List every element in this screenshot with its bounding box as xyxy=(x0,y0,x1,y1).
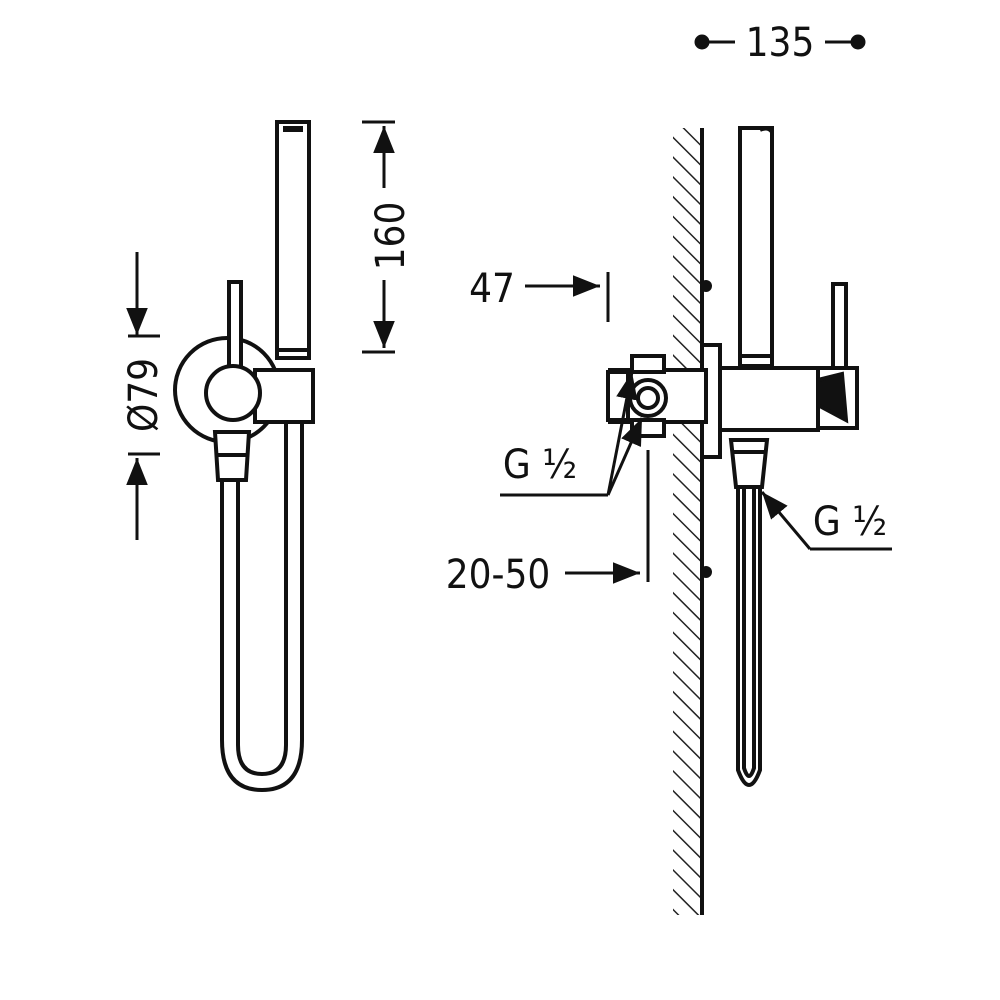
leader-inlet xyxy=(500,371,644,497)
hose-front-inner xyxy=(236,422,288,777)
wall-mark-top xyxy=(700,280,712,292)
lever-front xyxy=(227,280,243,370)
dim-rosette xyxy=(126,252,160,540)
front-view xyxy=(173,120,315,793)
handshower-front xyxy=(275,120,311,356)
outlet-thread-label: G ½ xyxy=(813,499,887,545)
lever-side xyxy=(831,282,848,370)
wall-mark-bottom xyxy=(700,566,712,578)
holder-front xyxy=(253,368,315,424)
leader-outlet xyxy=(760,491,892,551)
inlet-thread-label: G ½ xyxy=(503,442,577,488)
handshower-side xyxy=(738,126,774,358)
dim-projection-label: 47 xyxy=(469,266,515,312)
wall-hatch xyxy=(673,128,701,915)
handle-knob xyxy=(204,364,262,422)
side-view xyxy=(606,126,859,787)
hose-connector-side xyxy=(728,438,770,489)
hose-front xyxy=(220,422,304,793)
dim-handshower xyxy=(362,120,395,354)
dim-embed xyxy=(565,450,650,584)
body-side xyxy=(718,366,820,432)
dim-handshower-label: 160 xyxy=(368,202,414,271)
dim-width-label: 135 xyxy=(746,20,815,66)
dim-embed-label: 20-50 xyxy=(446,552,551,598)
dim-width xyxy=(694,34,866,50)
hose-side xyxy=(736,485,762,787)
dim-projection xyxy=(525,272,610,322)
dim-rosette-label: Ø79 xyxy=(121,358,167,432)
